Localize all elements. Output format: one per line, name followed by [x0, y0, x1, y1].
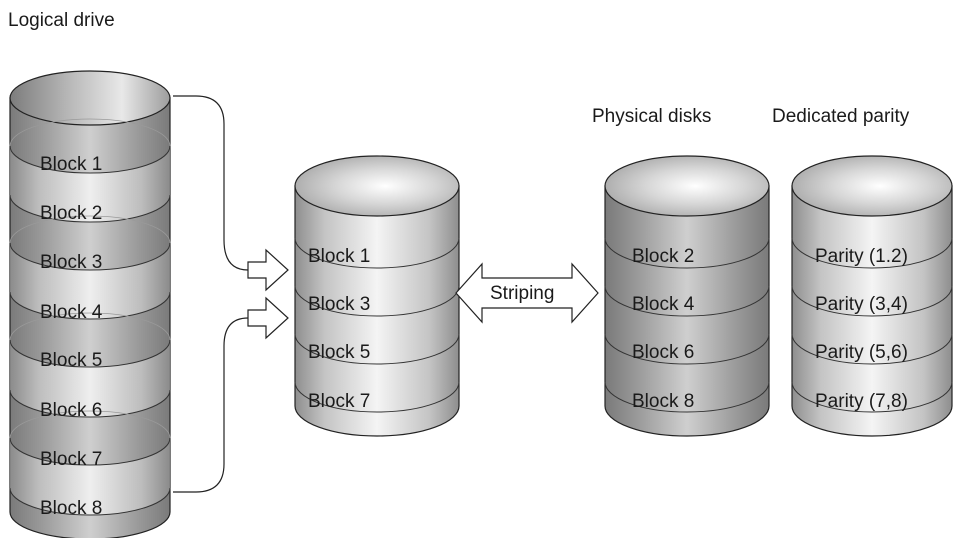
split-brace [173, 95, 249, 493]
disk-b-cylinder [604, 155, 770, 437]
physical-disks-title: Physical disks [592, 106, 711, 127]
disk-a-block-5: Block 5 [308, 342, 370, 363]
dedicated-parity-title: Dedicated parity [772, 106, 910, 127]
logical-block-5: Block 5 [40, 350, 102, 371]
disk-b-block-6: Block 6 [632, 342, 694, 363]
striping-label: Striping [490, 283, 554, 304]
disk-a-block-3: Block 3 [308, 294, 370, 315]
parity-1-2: Parity (1.2) [815, 246, 908, 267]
parity-disk-cylinder [791, 155, 953, 437]
disk-a-block-1: Block 1 [308, 246, 370, 267]
parity-5-6: Parity (5,6) [815, 342, 908, 363]
logical-block-3: Block 3 [40, 252, 102, 273]
disk-b-block-4: Block 4 [632, 294, 695, 315]
arrow-to-disk-a-lower [247, 296, 289, 340]
logical-block-6: Block 6 [40, 400, 102, 421]
arrow-to-disk-a-upper [247, 248, 289, 292]
striping-double-arrow [455, 262, 599, 324]
parity-7-8: Parity (7,8) [815, 391, 908, 412]
parity-3-4: Parity (3,4) [815, 294, 908, 315]
disk-a-cylinder [294, 155, 460, 437]
disk-b-block-2: Block 2 [632, 246, 694, 267]
logical-block-8: Block 8 [40, 498, 102, 519]
logical-block-4: Block 4 [40, 302, 103, 323]
disk-b-block-8: Block 8 [632, 391, 694, 412]
logical-drive-cylinder [9, 70, 171, 538]
disk-a-block-7: Block 7 [308, 391, 370, 412]
logical-block-2: Block 2 [40, 203, 102, 224]
logical-drive-title: Logical drive [8, 10, 115, 31]
logical-block-1: Block 1 [40, 154, 102, 175]
logical-block-7: Block 7 [40, 449, 102, 470]
